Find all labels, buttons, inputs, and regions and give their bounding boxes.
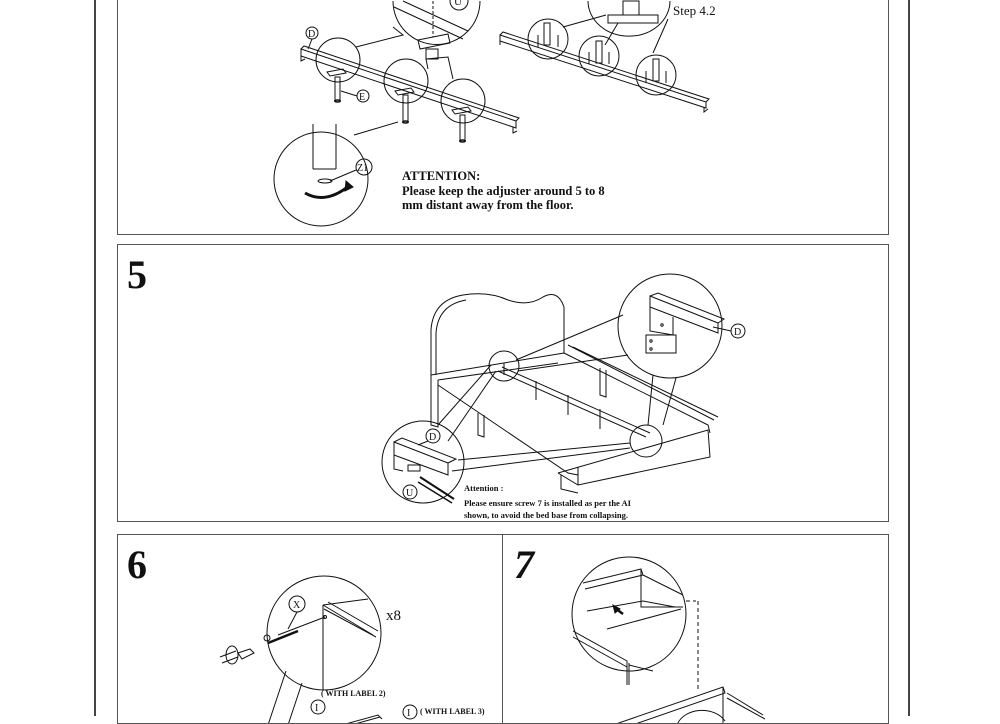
step-4-attention-line-1: Please keep the adjuster around 5 to 8	[402, 184, 605, 198]
label-e-step4: E	[359, 92, 365, 103]
step-5-panel: 5	[117, 244, 889, 522]
drawer-detail-drawing	[571, 556, 766, 723]
step-6-panel: 6 X	[117, 534, 504, 724]
label-x-step6: X	[293, 600, 301, 611]
with-label-2-note: ( WITH LABEL 2)	[321, 689, 386, 698]
step-4-attention-title: ATTENTION:	[402, 169, 481, 183]
step-6-illustration: X I I	[219, 575, 418, 723]
step-7-illustration	[571, 556, 766, 723]
step-5-attention-title: Attention :	[464, 483, 504, 493]
left-rail-drawing	[273, 0, 520, 227]
step-5-attention-line-1: Please ensure screw 7 is installed as pe…	[464, 498, 631, 508]
label-u-step4: U	[454, 0, 462, 8]
screw-detail-drawing	[219, 575, 418, 723]
label-d-step4: D	[308, 29, 315, 40]
step-7-panel: 7	[502, 534, 889, 724]
screw-quantity: x8	[386, 608, 401, 624]
label-d-top-step5: D	[734, 327, 741, 338]
step-5-attention-line-2: shown, to avoid the bed base from collap…	[464, 510, 628, 520]
step-6-number: 6	[127, 542, 147, 587]
label-u-step5: U	[406, 488, 414, 499]
label-z1-step4: Z1	[357, 163, 368, 174]
page-border	[94, 0, 910, 716]
step-5-illustration: D D U	[381, 273, 746, 504]
step-7-number: 7	[514, 542, 534, 587]
with-label-3-note: ( WITH LABEL 3)	[420, 707, 485, 716]
step-4-attention-line-2: mm distant away from the floor.	[402, 198, 574, 212]
step-5-number: 5	[127, 252, 147, 297]
step-4-panel: D E U Z1	[117, 0, 889, 235]
step-4-illustration: D E U Z1	[273, 0, 710, 227]
step-4-2-caption: Step 4.2	[673, 3, 716, 18]
bed-frame-drawing	[381, 273, 746, 504]
label-i-left-step6: I	[315, 703, 318, 714]
right-rail-drawing	[499, 0, 710, 113]
label-d-bottom-step5: D	[429, 432, 436, 443]
